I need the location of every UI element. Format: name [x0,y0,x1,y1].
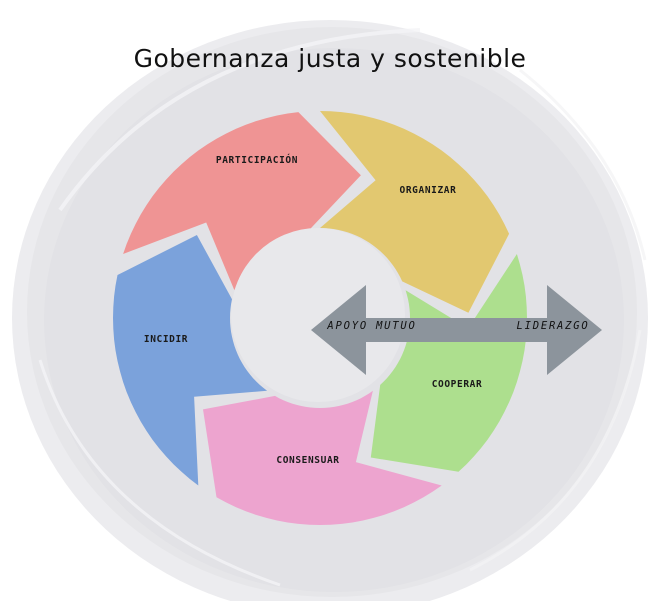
segment-incidir [113,235,268,486]
brush-streak-1 [58,28,421,212]
center-hub [231,228,405,402]
segment-labels: PARTICIPACIÓN ORGANIZAR COOPERAR CONSENS… [144,154,482,466]
label-cooperar: COOPERAR [432,379,483,390]
brush-streak-3 [469,329,642,572]
label-organizar: ORGANIZAR [400,185,457,196]
segment-cooperar [370,254,527,472]
segment-consensuar [203,390,442,525]
diagram-title: Gobernanza justa y sostenible [134,44,527,73]
label-consensuar: CONSENSUAR [276,455,339,466]
cycle-segments [113,111,527,525]
brush-streak-2 [38,359,281,587]
double-arrow [311,285,602,375]
segment-organizar [320,111,510,313]
label-incidir: INCIDIR [144,334,188,345]
label-participacion: PARTICIPACIÓN [216,154,298,166]
brush-streak-4 [519,68,647,261]
segment-participacion [123,112,361,291]
arrow-label-right: LIDERAZGO [516,320,589,332]
arrow-label-left: APOYO MUTUO [326,320,416,332]
